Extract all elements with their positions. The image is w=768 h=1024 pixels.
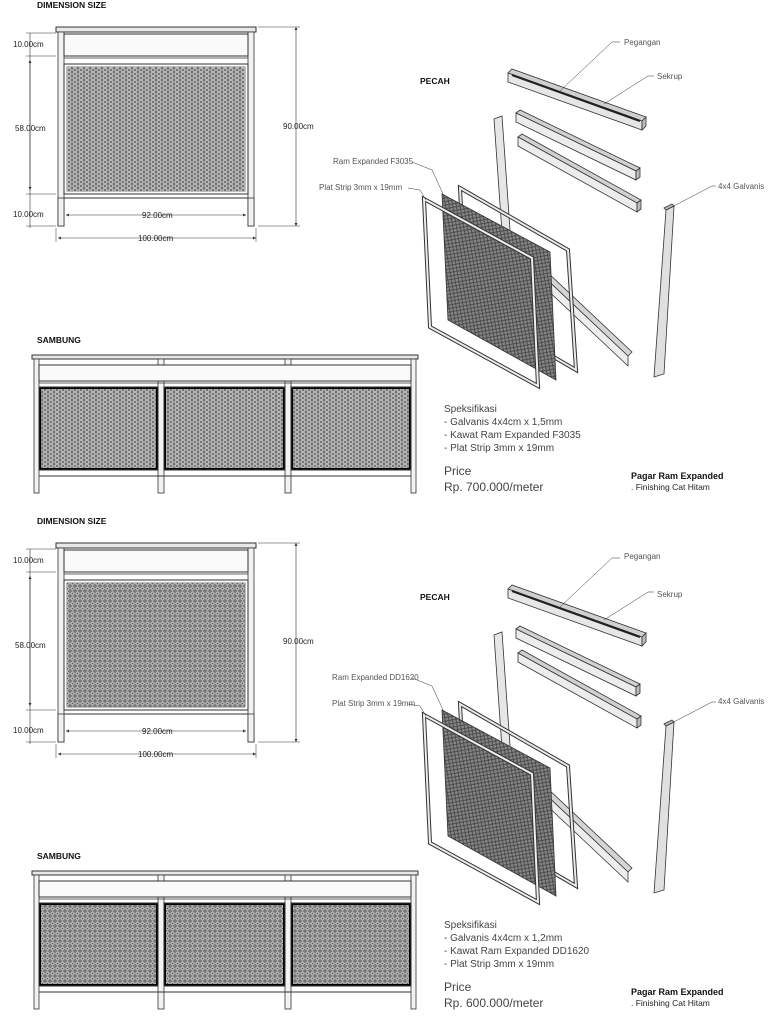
pecah-title: PECAH [420, 592, 450, 602]
dim-outer-width: 100.00cm [138, 234, 173, 243]
dim-mesh: 58.00cm [15, 124, 46, 133]
panel-elevation [55, 542, 257, 743]
price-label: Price [444, 980, 472, 994]
label-pegangan: Pegangan [624, 552, 660, 561]
dim-mesh: 58.00cm [15, 641, 46, 650]
spec-item: - Kawat Ram Expanded DD1620 [444, 946, 590, 957]
price-label: Price [444, 464, 472, 478]
section-2: DIMENSION SIZE 10.00cm 58.00cm 10.00cm 9… [13, 516, 764, 1010]
section-1: DIMENSION SIZE 10.00cm 58.00cm 10.00cm 9… [13, 0, 764, 494]
dimension-title: DIMENSION SIZE [37, 516, 107, 526]
dim-height: 90.00cm [283, 122, 314, 131]
sambung-elevation [31, 870, 419, 1010]
sambung-title: SAMBUNG [37, 851, 81, 861]
label-ram: Ram Expanded DD1620 [332, 673, 419, 682]
spec-item: - Galvanis 4x4cm x 1,2mm [444, 933, 562, 944]
label-ram: Ram Expanded F3035 [333, 157, 414, 166]
spec-title: Speksifikasi [444, 404, 497, 415]
dim-bottom: 10.00cm [13, 210, 44, 219]
sambung-title: SAMBUNG [37, 335, 81, 345]
dim-top: 10.00cm [13, 40, 44, 49]
dim-height: 90.00cm [283, 637, 314, 646]
spec-title: Speksifikasi [444, 920, 497, 931]
spec-item: - Galvanis 4x4cm x 1,5mm [444, 417, 562, 428]
spec-item: - Plat Strip 3mm x 19mm [444, 443, 554, 454]
price-value: Rp. 700.000/meter [444, 480, 543, 494]
expanded-mesh [67, 67, 245, 191]
pecah-title: PECAH [420, 76, 450, 86]
label-pegangan: Pegangan [624, 38, 660, 47]
expanded-mesh [67, 583, 245, 707]
label-plat: Plat Strip 3mm x 19mm [319, 183, 402, 192]
panel-elevation [55, 26, 257, 227]
label-sekrup: Sekrup [657, 590, 683, 599]
dim-outer-width: 100.00cm [138, 750, 173, 759]
label-plat: Plat Strip 3mm x 19mm [332, 699, 415, 708]
product-title: Pagar Ram Expanded [631, 987, 724, 997]
spec-item: - Plat Strip 3mm x 19mm [444, 959, 554, 970]
label-galvanis: 4x4 Galvanis [718, 182, 764, 191]
label-galvanis: 4x4 Galvanis [718, 697, 764, 706]
dimension-title: DIMENSION SIZE [37, 0, 107, 10]
dim-inner-width: 92.00cm [142, 727, 173, 736]
label-sekrup: Sekrup [657, 72, 683, 81]
product-finish: . Finishing Cat Hitam [631, 998, 710, 1008]
spec-item: - Kawat Ram Expanded F3035 [444, 430, 581, 441]
sambung-elevation [31, 354, 419, 494]
product-title: Pagar Ram Expanded [631, 471, 724, 481]
exploded-view [406, 556, 718, 904]
dim-bottom: 10.00cm [13, 726, 44, 735]
exploded-view [406, 40, 718, 388]
price-value: Rp. 600.000/meter [444, 996, 543, 1010]
product-finish: . Finishing Cat Hitam [631, 482, 710, 492]
dim-inner-width: 92.00cm [142, 211, 173, 220]
dim-top: 10.00cm [13, 556, 44, 565]
